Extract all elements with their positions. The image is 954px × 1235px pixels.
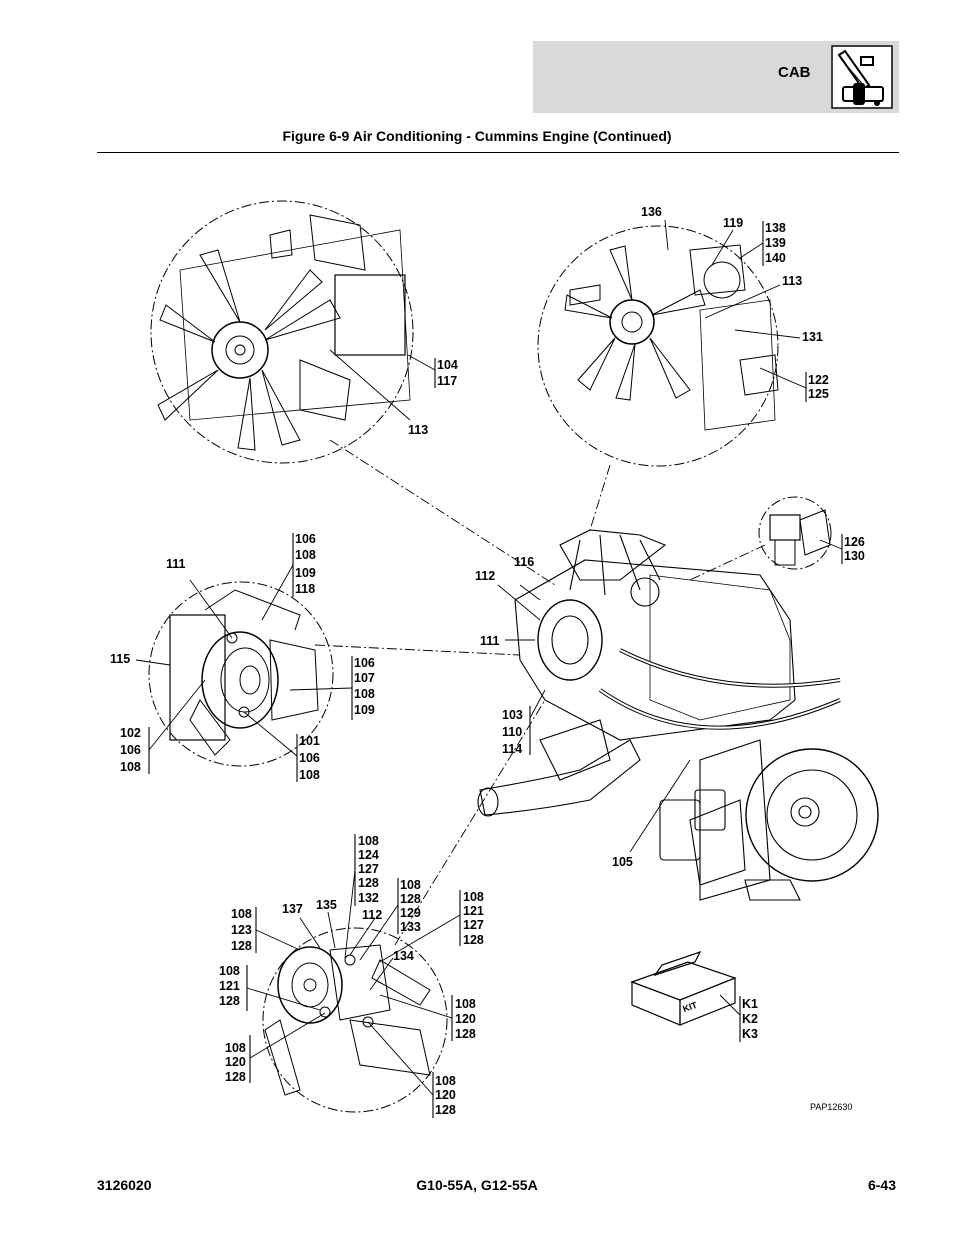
- callout: 108: [354, 687, 375, 701]
- callout: 126: [844, 535, 865, 549]
- callout: 103: [502, 708, 523, 722]
- callout: 111: [480, 634, 500, 648]
- section-label: CAB: [778, 64, 811, 81]
- callout: 120: [225, 1055, 246, 1069]
- callout: 120: [455, 1012, 476, 1026]
- callout: 129: [400, 906, 421, 920]
- callout: 116: [514, 555, 534, 569]
- callout: 128: [231, 939, 252, 953]
- callout: 105: [612, 855, 633, 869]
- compressor-detail-left: [148, 581, 334, 767]
- callout: 113: [782, 274, 802, 288]
- fan-detail-right: [537, 225, 779, 467]
- callout: K2: [742, 1012, 758, 1026]
- connector-lines: [314, 439, 766, 946]
- fan-detail-left: [150, 200, 414, 464]
- callout: 101: [299, 734, 320, 748]
- callout: 128: [358, 876, 379, 890]
- image-code: PAP12630: [810, 1102, 852, 1112]
- callout: 108: [120, 760, 141, 774]
- callout: 139: [765, 236, 786, 250]
- callout: 128: [225, 1070, 246, 1084]
- callout: 108: [295, 548, 316, 562]
- callout: 104: [437, 358, 458, 372]
- callout: 132: [358, 891, 379, 905]
- callout: K3: [742, 1027, 758, 1041]
- callout: 140: [765, 251, 786, 265]
- callout: 128: [455, 1027, 476, 1041]
- callout: 106: [299, 751, 320, 765]
- callout: 134: [393, 949, 414, 963]
- callout: 122: [808, 373, 829, 387]
- bracket-bars: [148, 221, 843, 1118]
- callout: 127: [463, 918, 484, 932]
- callout: 108: [463, 890, 484, 904]
- callout: 108: [219, 964, 240, 978]
- callout: 110: [502, 725, 522, 739]
- callout: 128: [435, 1103, 456, 1117]
- callout: 106: [295, 532, 316, 546]
- callout: 125: [808, 387, 829, 401]
- callout: 106: [120, 743, 141, 757]
- cab-lift-icon: [831, 45, 893, 109]
- callout: 108: [231, 907, 252, 921]
- callout: 109: [354, 703, 375, 717]
- callout: 124: [358, 848, 379, 862]
- callout: 119: [723, 216, 743, 230]
- callout: 128: [400, 892, 421, 906]
- callout: 108: [435, 1074, 456, 1088]
- callout: 121: [219, 979, 240, 993]
- callout: 108: [225, 1041, 246, 1055]
- compressor-detail-bottom: [262, 927, 448, 1113]
- callout: 102: [120, 726, 141, 740]
- callout: 109: [295, 566, 316, 580]
- callout: 138: [765, 221, 786, 235]
- callout: 128: [463, 933, 484, 947]
- callout: 130: [844, 549, 865, 563]
- callout: 127: [358, 862, 379, 876]
- engine-assembly: [477, 529, 879, 901]
- figure-title: Figure 6-9 Air Conditioning - Cummins En…: [282, 128, 672, 144]
- callout: 108: [299, 768, 320, 782]
- callout: 108: [358, 834, 379, 848]
- callout: 137: [282, 902, 303, 916]
- callout: 113: [408, 423, 428, 437]
- callout: 114: [502, 742, 522, 756]
- callout: 120: [435, 1088, 456, 1102]
- callout: 117: [437, 374, 457, 388]
- kit-box: [630, 950, 737, 1026]
- callout: 121: [463, 904, 484, 918]
- callout: 133: [400, 920, 421, 934]
- kit-label: KIT: [681, 1000, 699, 1015]
- callout: 115: [110, 652, 130, 666]
- callout: 118: [295, 582, 315, 596]
- header-rule: [97, 152, 899, 153]
- callout: 131: [802, 330, 823, 344]
- callout: 136: [641, 205, 662, 219]
- footer-model: G10-55A, G12-55A: [416, 1177, 538, 1193]
- callout: 112: [362, 908, 382, 922]
- footer-doc-number: 3126020: [97, 1177, 152, 1193]
- callout: 123: [231, 923, 252, 937]
- callout: 106: [354, 656, 375, 670]
- callout: 111: [166, 557, 186, 571]
- leader-lines: [135, 219, 843, 1096]
- sensor-detail: [758, 496, 832, 570]
- footer-page-number: 6-43: [867, 1177, 896, 1193]
- callout: 135: [316, 898, 337, 912]
- callout: 107: [354, 671, 375, 685]
- callout: 108: [455, 997, 476, 1011]
- callout: 128: [219, 994, 240, 1008]
- callout: 108: [400, 878, 421, 892]
- callout: 112: [475, 569, 495, 583]
- callout: K1: [742, 997, 758, 1011]
- callouts: 104 117 113 136 119 138 139 140 113 131 …: [110, 205, 865, 1117]
